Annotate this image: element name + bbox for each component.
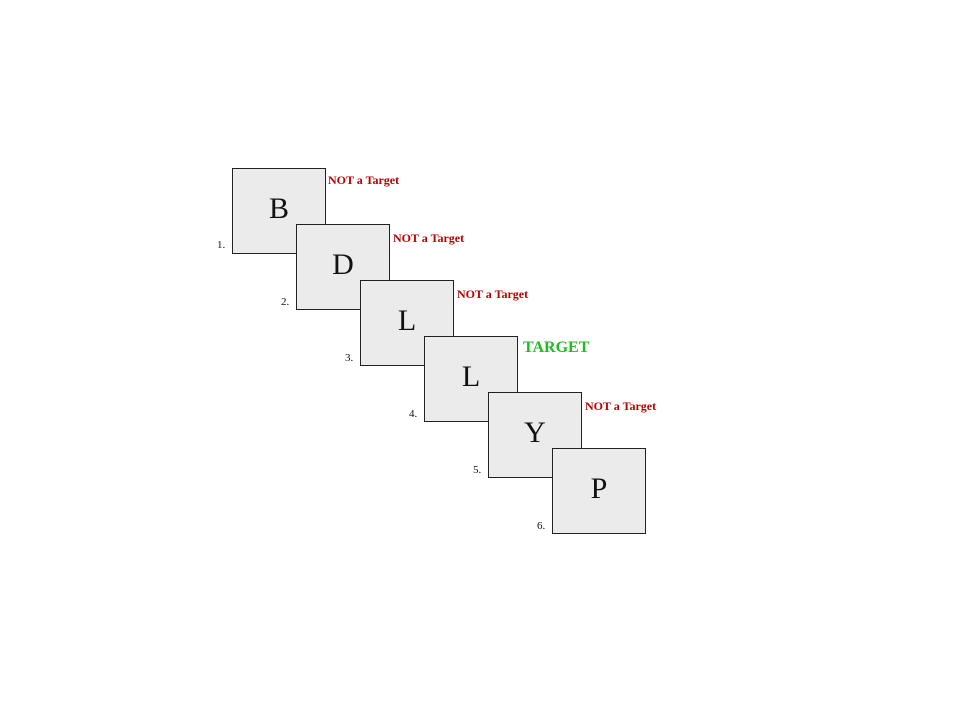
card-3-number: 3. (345, 352, 354, 364)
card-1-letter: B (268, 192, 289, 225)
card-4-target-label: TARGET (523, 339, 590, 356)
card-3-label: NOT a Target (457, 287, 529, 301)
stimulus-card-6: P (552, 448, 646, 534)
card-6-letter: P (590, 472, 608, 505)
card-2-number: 2. (281, 296, 290, 308)
card-4-number: 4. (409, 408, 418, 420)
card-6-number: 6. (537, 520, 546, 532)
card-4-letter: L (461, 360, 481, 393)
card-5-number: 5. (473, 464, 482, 476)
card-3-letter: L (397, 304, 417, 337)
card-2-label: NOT a Target (393, 231, 465, 245)
card-5-label: NOT a Target (585, 399, 657, 413)
stimulus-card-1: B (232, 168, 326, 254)
card-1-label: NOT a Target (328, 173, 400, 187)
card-2-letter: D (332, 248, 354, 281)
card-1-number: 1. (217, 239, 226, 251)
card-5-letter: Y (524, 416, 546, 449)
